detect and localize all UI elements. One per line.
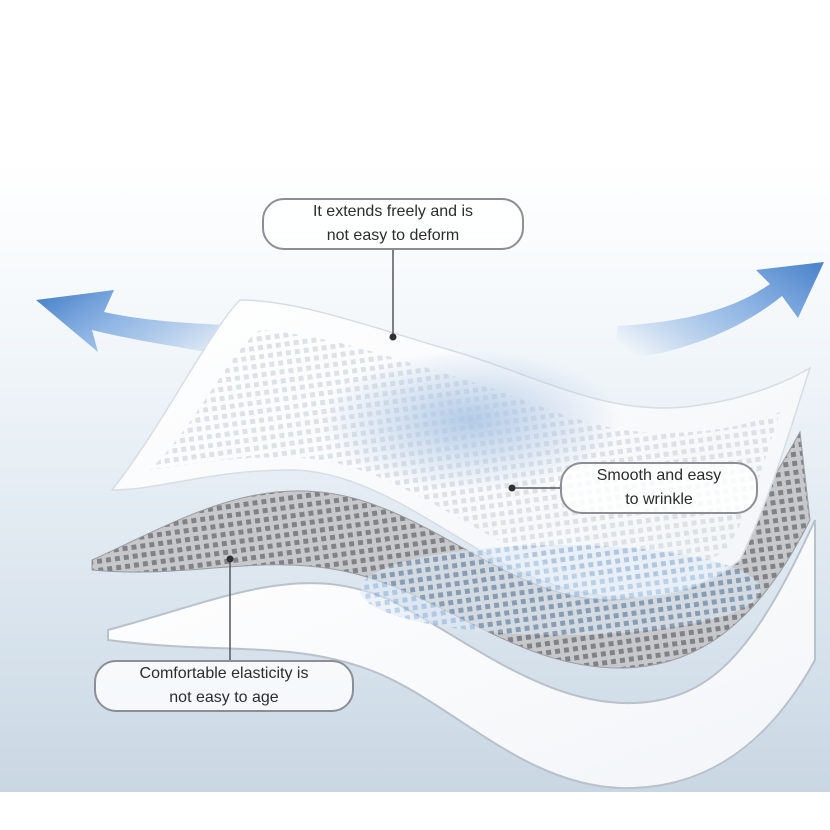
leader-dot-right <box>508 484 516 492</box>
arrow-left-icon <box>36 290 256 360</box>
callout-elasticity-line2: not easy to age <box>169 689 279 706</box>
leader-dot-top <box>389 333 397 341</box>
callout-wrinkle-line1: Smooth and easy <box>596 467 722 484</box>
arrow-right-icon <box>612 262 824 360</box>
callout-elasticity: Comfortable elasticity is not easy to ag… <box>94 660 354 712</box>
leader-dot-bottom <box>226 555 234 563</box>
callout-deform-line2: not easy to deform <box>326 227 460 244</box>
callout-deform-line1: It extends freely and is <box>312 203 474 220</box>
lower-blue-mesh <box>360 545 760 635</box>
callout-deform: It extends freely and is not easy to def… <box>262 198 524 250</box>
center-glow <box>320 350 620 490</box>
callout-wrinkle: Smooth and easy to wrinkle <box>560 462 758 514</box>
callout-wrinkle-line2: to wrinkle <box>625 491 693 508</box>
callout-elasticity-line1: Comfortable elasticity is <box>139 665 309 682</box>
